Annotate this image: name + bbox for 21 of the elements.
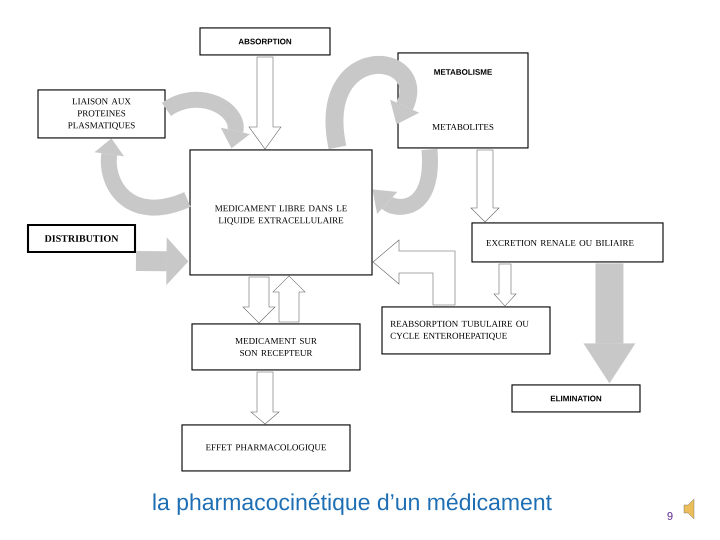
text-box: ELIMINATION (511, 384, 641, 413)
block-arrow (250, 372, 280, 424)
caption: la pharmacocinétique d’un médicament (153, 493, 552, 515)
block-arrow (136, 237, 188, 286)
block-arrow (242, 276, 276, 324)
text-box: METABOLISME METABOLITES (397, 52, 529, 149)
block-arrow (272, 276, 306, 322)
block-arrow (583, 263, 636, 384)
text-box: DISTRIBUTION (26, 224, 136, 254)
block-arrow (493, 264, 517, 306)
page-number: 9 (667, 512, 673, 520)
block-arrow (248, 56, 282, 150)
text-box: LIAISON AUX PROTEINES PLASMATIQUES (37, 89, 166, 139)
block-arrow (470, 150, 500, 222)
text-box: EFFET PHARMACOLOGIQUE (181, 424, 351, 472)
text-box: MEDICAMENT SUR SON RECEPTEUR (191, 323, 361, 371)
text-box: REABSORPTION TUBULAIRE OU CYCLE ENTEROHEPATIQUE (381, 306, 551, 355)
text-box: MEDICAMENT LIBRE DANS LE LIQUIDE EXTRACELLULAIRE (189, 149, 373, 276)
text-box: EXCRETION RENALE OU BILIAIRE (471, 222, 664, 263)
text-box: ABSORPTION (199, 27, 331, 56)
block-arrow (372, 239, 456, 306)
